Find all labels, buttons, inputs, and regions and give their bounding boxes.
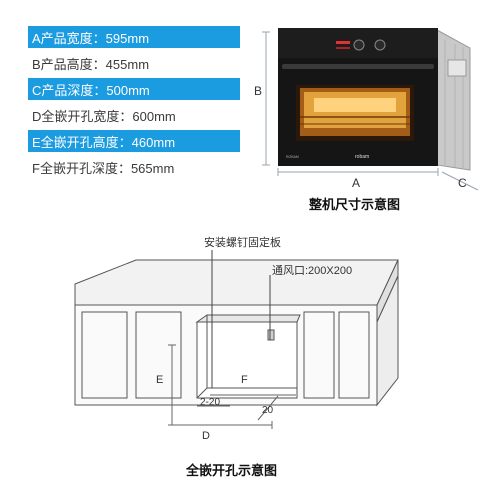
brand-logo: robam — [355, 154, 369, 160]
dim-e-label: E — [156, 374, 164, 386]
top-diagram-caption: 整机尺寸示意图 — [309, 197, 401, 212]
spec-label: C产品深度：500mm — [32, 82, 150, 98]
svg-text:ROBAM: ROBAM — [286, 155, 299, 159]
spec-label: B产品高度：455mm — [32, 56, 150, 72]
knob-left-icon — [353, 39, 365, 51]
spec-list: A产品宽度：595mm B产品高度：455mm C产品深度：500mm D全嵌开… — [28, 26, 240, 182]
dim-d-label: D — [202, 430, 210, 442]
gap-label: 2-20 — [200, 397, 221, 408]
depth-gap-label: 20 — [262, 405, 274, 416]
dim-c-label: C — [458, 176, 467, 190]
vent-label: 通风口:200X200 — [272, 265, 353, 277]
spec-label: F全嵌开孔深度：565mm — [32, 160, 175, 176]
bottom-diagram-caption: 全嵌开孔示意图 — [186, 463, 278, 478]
spec-cutout-depth: F全嵌开孔深度：565mm — [28, 156, 240, 178]
dim-b-label: B — [254, 84, 263, 98]
spec-label: E全嵌开孔高度：460mm — [32, 134, 176, 150]
dim-f-label: F — [241, 374, 248, 386]
oven-illustration: ROBAM robam — [262, 28, 479, 191]
cabinet-drawing — [74, 250, 399, 429]
spec-cutout-width: D全嵌开孔宽度：600mm — [28, 104, 240, 126]
dim-a-label: A — [352, 176, 361, 190]
oven-handle — [282, 64, 434, 69]
spec-label: A产品宽度：595mm — [32, 30, 150, 46]
spec-product-depth: C产品深度：500mm — [28, 78, 240, 100]
spec-cutout-height: E全嵌开孔高度：460mm — [28, 130, 240, 152]
knob-right-icon — [374, 39, 386, 51]
spec-product-height: B产品高度：455mm — [28, 52, 240, 74]
spec-product-width: A产品宽度：595mm — [28, 26, 240, 48]
bracket-label: 安装螺钉固定板 — [204, 237, 281, 249]
spec-label: D全嵌开孔宽度：600mm — [32, 108, 176, 124]
